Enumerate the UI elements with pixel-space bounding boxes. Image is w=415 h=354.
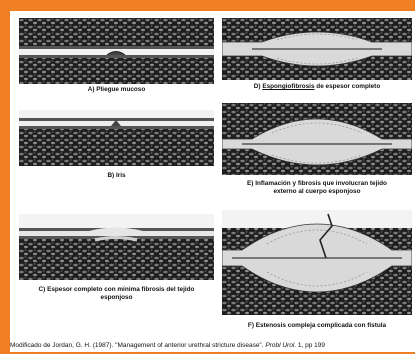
panel-f-diagram [222,210,412,315]
panel-d-label-suffix: de espesor completo [315,83,381,90]
panel-f-label: F) Estenosis compleja complicada con fís… [222,322,412,330]
panel-e-label-line2: externo al cuerpo esponjoso [222,188,412,196]
panel-c-diagram [19,214,214,280]
panel-b-label: B) Iris [19,172,214,180]
citation-text: Modificado de Jordan, G. H. (1987). "Man… [10,342,265,349]
panel-b-diagram [19,110,214,166]
panel-a-diagram [19,18,214,84]
panel-d-label: D) Espongiofibrosis de espesor completo [222,83,412,91]
panel-e-label: E) Inflamación y fibrosis que involucran… [222,180,412,196]
panel-e-label-line1: E) Inflamación y fibrosis que involucran… [222,180,412,188]
panel-d-diagram [222,18,412,80]
panel-c-label-line2: esponjoso [19,294,214,302]
panel-a-label: A) Pliegue mucoso [19,86,214,94]
citation-journal: Probl Urol [265,342,294,349]
panel-c-label: C) Espesor completo con mínima fibrosis … [19,286,214,302]
panel-d-label-term: Espongiofibrosis [262,83,314,90]
panel-e-diagram [222,103,412,175]
panel-c-label-line1: C) Espesor completo con mínima fibrosis … [19,286,214,294]
source-citation: Modificado de Jordan, G. H. (1987). "Man… [10,340,415,352]
citation-tail: . 1, pp 199 [294,342,325,349]
